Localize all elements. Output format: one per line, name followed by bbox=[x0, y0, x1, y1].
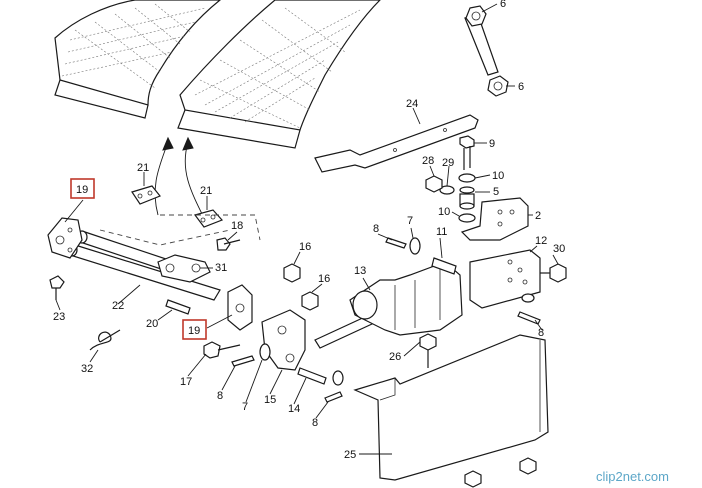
callout-label-25: 25 bbox=[344, 449, 356, 461]
callout-label-8d: 8 bbox=[538, 327, 544, 339]
callout-label-20: 20 bbox=[146, 318, 158, 330]
callout-label-9: 9 bbox=[489, 138, 495, 150]
callout-label-14: 14 bbox=[288, 403, 300, 415]
clip-21-left bbox=[131, 185, 161, 205]
floor-mat-left bbox=[54, 0, 221, 119]
callout-label-22: 22 bbox=[112, 300, 124, 312]
callout-highlight-19b bbox=[182, 319, 207, 340]
callout-label-21a: 21 bbox=[137, 162, 149, 174]
callout-label-7b: 7 bbox=[242, 401, 248, 413]
clip-spring bbox=[89, 329, 121, 351]
callout-label-6b: 6 bbox=[518, 81, 524, 93]
callout-label-21b: 21 bbox=[200, 185, 212, 197]
callout-label-26: 26 bbox=[389, 351, 401, 363]
floor-mat-right bbox=[177, 0, 381, 149]
callout-label-15: 15 bbox=[264, 394, 276, 406]
bolt-26 bbox=[419, 333, 437, 368]
callout-label-28: 28 bbox=[422, 155, 434, 167]
angle-bracket bbox=[460, 197, 529, 241]
callout-label-2: 2 bbox=[535, 210, 541, 222]
mount-bracket bbox=[469, 249, 541, 309]
watermark: clip2net.com bbox=[596, 469, 669, 484]
cover-plate bbox=[353, 334, 549, 481]
bolt-17 bbox=[203, 341, 241, 359]
callout-label-8b: 8 bbox=[217, 390, 223, 402]
callout-label-6a: 6 bbox=[500, 0, 506, 10]
pin-20 bbox=[165, 299, 191, 315]
bolt-23 bbox=[49, 275, 65, 300]
actuator bbox=[314, 261, 463, 349]
pivot-plate-right bbox=[227, 284, 253, 331]
washer-7b bbox=[259, 343, 271, 361]
bolt-30 bbox=[540, 263, 567, 283]
bolt-stack bbox=[425, 135, 476, 223]
callout-label-23: 23 bbox=[53, 311, 65, 323]
pivot-plate-left bbox=[47, 217, 83, 259]
callout-label-32: 32 bbox=[81, 363, 93, 375]
callout-label-31: 31 bbox=[215, 262, 227, 274]
callout-label-29: 29 bbox=[442, 157, 454, 169]
callout-label-12: 12 bbox=[535, 235, 547, 247]
bolt-lower-mid bbox=[464, 470, 482, 488]
callout-label-17: 17 bbox=[180, 376, 192, 388]
callout-label-18: 18 bbox=[231, 220, 243, 232]
pin-14 bbox=[297, 367, 327, 385]
nut-16a bbox=[283, 263, 301, 283]
callout-label-16a: 16 bbox=[299, 241, 311, 253]
callout-label-11: 11 bbox=[436, 226, 447, 238]
callout-label-5: 5 bbox=[493, 186, 499, 198]
clip-21-right bbox=[193, 209, 224, 228]
callout-label-16b: 16 bbox=[318, 273, 330, 285]
callout-highlight-19a bbox=[70, 178, 95, 199]
pin-8c bbox=[324, 391, 343, 403]
lever-arm bbox=[157, 254, 211, 283]
nut-16b bbox=[301, 291, 319, 311]
callout-label-7a: 7 bbox=[407, 215, 413, 227]
callout-label-8a: 8 bbox=[373, 223, 379, 235]
callout-label-24: 24 bbox=[406, 98, 418, 110]
pin-11 bbox=[431, 257, 457, 275]
bolt-18 bbox=[216, 237, 241, 251]
upper-bracket bbox=[464, 5, 509, 97]
callout-label-30: 30 bbox=[553, 243, 565, 255]
washer-lower-right bbox=[521, 293, 535, 303]
washer-7a bbox=[409, 237, 421, 255]
strap-plate bbox=[314, 114, 479, 173]
washer-14 bbox=[332, 370, 344, 386]
callout-label-19a: 19 bbox=[76, 184, 88, 196]
bolt-lower-right bbox=[519, 457, 537, 475]
callout-label-10b: 10 bbox=[438, 206, 450, 218]
callout-label-10a: 10 bbox=[492, 170, 504, 182]
pin-8b bbox=[231, 355, 255, 367]
link-plate bbox=[261, 309, 306, 371]
callout-label-13: 13 bbox=[354, 265, 366, 277]
callout-label-8c: 8 bbox=[312, 417, 318, 429]
pin-8a bbox=[385, 237, 407, 249]
callout-label-19b: 19 bbox=[188, 325, 200, 337]
